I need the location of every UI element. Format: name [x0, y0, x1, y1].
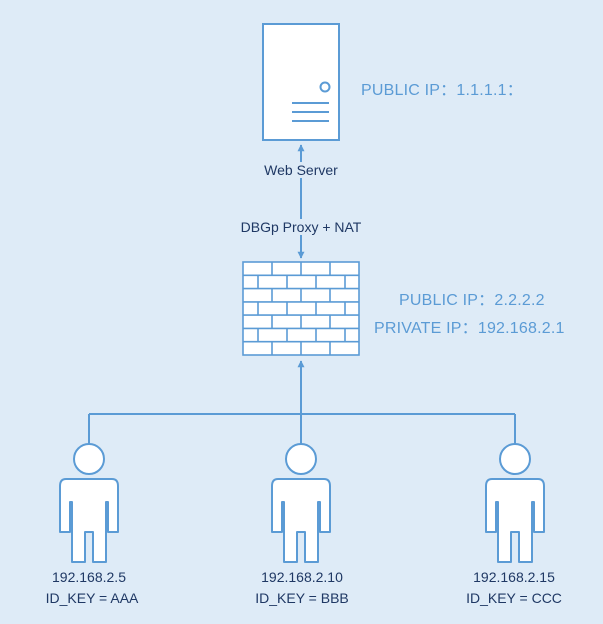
client-1-ip: 192.168.2.5 [52, 569, 126, 585]
client-2-ip: 192.168.2.10 [261, 569, 343, 585]
proxy-public-ip: PUBLIC IP：2.2.2.2 [399, 292, 545, 309]
client-2-person-icon [271, 443, 331, 563]
web-server-label: Web Server [262, 162, 340, 178]
proxy-private-ip: PRIVATE IP：192.168.2.1 [374, 320, 565, 337]
client-1-person-icon [59, 443, 119, 563]
client-1-id-key: ID_KEY = AAA [45, 590, 139, 606]
client-3-ip: 192.168.2.15 [473, 569, 555, 585]
client-2-id-key: ID_KEY = BBB [255, 590, 349, 606]
connectors [88, 144, 516, 444]
firewall-icon [242, 261, 360, 356]
server-icon [262, 23, 340, 141]
proxy-label: DBGp Proxy + NAT [238, 219, 364, 235]
client-3-id-key: ID_KEY = CCC [466, 590, 562, 606]
server-public-ip: PUBLIC IP：1.1.1.1： [361, 82, 523, 99]
client-3-person-icon [485, 443, 545, 563]
